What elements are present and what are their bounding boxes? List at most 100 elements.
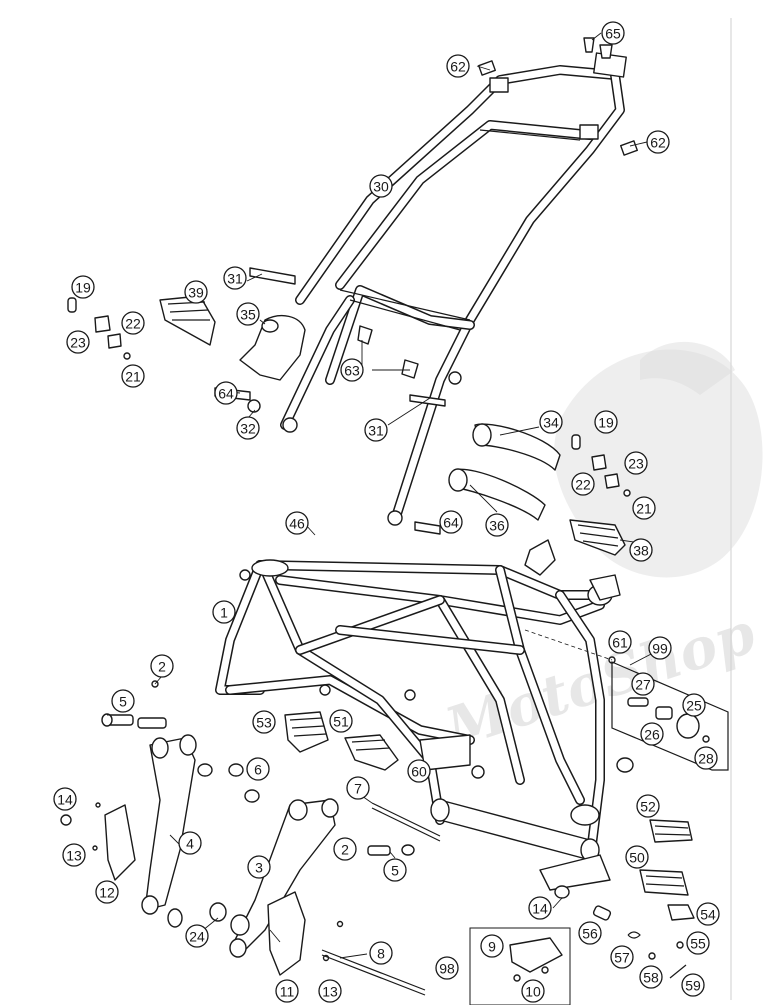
callout-19: 19 (71, 275, 95, 299)
callout-number: 19 (598, 415, 614, 431)
callout-number: 7 (354, 781, 362, 797)
callout-circle (636, 794, 660, 818)
callout-number: 98 (439, 961, 455, 977)
callout-number: 60 (411, 764, 427, 780)
callout-55: 55 (686, 931, 710, 955)
callout-2: 2 (150, 654, 174, 678)
callout-63: 63 (340, 358, 364, 382)
callout-circle (318, 979, 342, 1003)
callout-31: 31 (223, 266, 247, 290)
callout-number: 6 (254, 762, 262, 778)
callout-number: 56 (582, 926, 598, 942)
callout-number: 54 (700, 907, 716, 923)
callout-circle (632, 496, 656, 520)
main-frame (215, 539, 634, 891)
callout-circle (285, 511, 309, 535)
callout-number: 13 (322, 984, 338, 1000)
callout-23: 23 (624, 451, 648, 475)
callout-number: 64 (443, 515, 459, 531)
left-footrest-bracket (60, 680, 197, 928)
callout-34: 34 (539, 410, 563, 434)
callout-number: 63 (344, 363, 360, 379)
callout-number: 65 (605, 26, 621, 42)
callout-number: 50 (629, 850, 645, 866)
callout-13: 13 (62, 843, 86, 867)
callout-circle (624, 451, 648, 475)
callout-61: 61 (608, 630, 632, 654)
callout-31: 31 (364, 418, 388, 442)
callout-62: 62 (646, 130, 670, 154)
callout-circle (631, 672, 655, 696)
callout-14: 14 (53, 787, 77, 811)
callout-number: 31 (368, 423, 384, 439)
callout-number: 30 (373, 179, 389, 195)
callout-circle (639, 965, 663, 989)
callout-2: 2 (333, 837, 357, 861)
tool-kit (469, 927, 571, 1005)
callout-circle (340, 358, 364, 382)
callout-26: 26 (640, 722, 664, 746)
callout-number: 25 (686, 698, 702, 714)
callout-circle (578, 921, 602, 945)
callout-number: 36 (489, 518, 505, 534)
callout-number: 11 (280, 984, 295, 1000)
callout-circle (369, 174, 393, 198)
callout-number: 57 (614, 950, 630, 966)
callout-circle (539, 410, 563, 434)
callout-circle (111, 689, 135, 713)
callout-number: 39 (188, 285, 204, 301)
callout-7: 7 (346, 776, 370, 800)
callout-circle (53, 787, 77, 811)
callout-number: 19 (75, 280, 91, 296)
callout-number: 22 (575, 477, 591, 493)
callout-circle (682, 693, 706, 717)
callout-98: 98 (435, 956, 459, 980)
callout-5: 5 (111, 689, 135, 713)
callout-number: 2 (158, 659, 166, 675)
callout-circle (329, 709, 353, 733)
callout-21: 21 (121, 364, 145, 388)
callout-circle (247, 855, 271, 879)
callout-circle (608, 630, 632, 654)
callout-4: 4 (178, 831, 202, 855)
callout-21: 21 (632, 496, 656, 520)
callout-number: 61 (612, 635, 628, 651)
callout-number: 4 (186, 836, 194, 852)
callout-19: 19 (594, 410, 618, 434)
callout-25: 25 (682, 693, 706, 717)
callout-circle (71, 275, 95, 299)
callout-number: 52 (640, 799, 656, 815)
callout-number: 58 (643, 970, 659, 986)
rider-footpegs (284, 656, 695, 979)
callout-number: 3 (255, 860, 263, 876)
callout-22: 22 (571, 472, 595, 496)
callout-number: 12 (99, 885, 115, 901)
callout-circle (681, 973, 705, 997)
callout-number: 62 (650, 135, 666, 151)
callout-circle (369, 941, 393, 965)
callout-number: 23 (628, 456, 644, 472)
callout-3: 3 (247, 855, 271, 879)
callout-circle (686, 931, 710, 955)
callout-number: 5 (391, 863, 399, 879)
callout-number: 13 (66, 848, 82, 864)
callout-9: 9 (480, 934, 504, 958)
callout-53: 53 (252, 710, 276, 734)
callout-58: 58 (639, 965, 663, 989)
callout-circle (346, 776, 370, 800)
callout-number: 99 (652, 641, 668, 657)
callout-32: 32 (236, 416, 260, 440)
callout-number: 22 (125, 316, 141, 332)
callout-number: 34 (543, 415, 559, 431)
subframe-hardware (249, 37, 638, 407)
callout-39: 39 (184, 280, 208, 304)
callout-1: 1 (212, 600, 236, 624)
callout-circle (178, 831, 202, 855)
callout-circle (150, 654, 174, 678)
callout-10: 10 (521, 979, 545, 1003)
callout-number: 51 (333, 714, 349, 730)
callout-circle (435, 956, 459, 980)
callout-circle (629, 538, 653, 562)
callout-number: 28 (698, 751, 714, 767)
